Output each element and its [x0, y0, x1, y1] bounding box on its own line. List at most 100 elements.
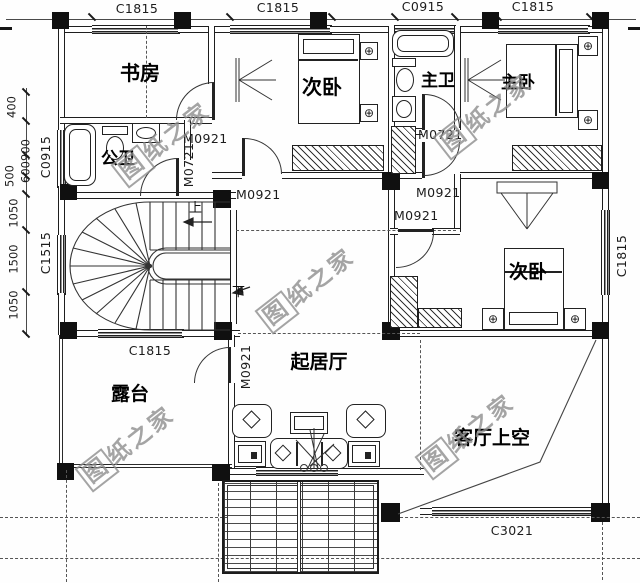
wall-bedright-top — [432, 228, 460, 235]
plant — [295, 428, 335, 472]
ac-vent-master — [464, 58, 505, 102]
down-arrow — [231, 285, 251, 296]
nightstand: ⊕ — [578, 110, 598, 130]
column — [212, 464, 230, 481]
column — [592, 322, 609, 339]
pillow — [509, 312, 558, 325]
nightstand: ⊕ — [578, 36, 598, 56]
column — [57, 463, 74, 480]
terrace-parapet-left — [59, 335, 63, 468]
window-label-c3021: C3021 — [490, 523, 534, 538]
bed-bedroom-top — [298, 34, 360, 124]
wall-stair-right — [230, 210, 237, 324]
room-label-living-void: 客厅上空 — [453, 427, 530, 449]
door-label-hall-a: M0921 — [416, 185, 461, 200]
window-c1815-masterbed — [498, 25, 590, 34]
end-table-left — [234, 441, 266, 467]
column — [214, 322, 232, 340]
bed-bedroom-right — [504, 248, 564, 330]
column — [482, 12, 499, 29]
wall-bedright-top — [390, 228, 398, 235]
ac-vent-bedroom-top — [235, 58, 276, 102]
column — [60, 184, 77, 200]
column — [213, 190, 231, 208]
wall-masterbath-right — [454, 26, 461, 130]
wall — [58, 186, 65, 237]
axis-dashed-bottom — [602, 522, 603, 580]
nightstand: ⊕ — [482, 308, 504, 330]
terrace-parapet-bottom — [58, 464, 232, 468]
door-label-masterbath: M0721 — [418, 127, 463, 142]
axis-dashed-bottom — [218, 483, 219, 582]
toilet-tank-pubbath — [102, 126, 128, 135]
wall-living-left — [228, 335, 235, 347]
window-label-c0915-top: C0915 — [401, 0, 445, 14]
wall — [454, 26, 500, 33]
window-label-c1815-top1: C1815 — [115, 1, 159, 16]
column — [310, 12, 327, 29]
sink-pubbath — [132, 123, 160, 143]
wall-pubbath-right — [184, 120, 191, 160]
window-c1815-bedroom-top — [230, 25, 332, 34]
wall-bedtop-bottom — [282, 172, 392, 179]
window-c1815-bedright — [601, 210, 610, 295]
up-arrow — [182, 217, 212, 227]
room-label-living: 起居厅 — [290, 351, 348, 373]
nightstand: ⊕ — [564, 308, 586, 330]
wall-master-bottom — [460, 172, 608, 179]
axis-dashed — [236, 230, 456, 231]
wall-bedright-west — [388, 174, 395, 332]
bed-master — [506, 44, 578, 118]
bed-line — [555, 45, 557, 116]
wall — [60, 26, 94, 33]
living-opening-dashed — [238, 333, 420, 334]
wall — [602, 184, 609, 210]
window-label-c1815-top3: C1815 — [511, 0, 555, 14]
armchair-right — [346, 404, 386, 438]
column — [592, 172, 609, 189]
bathtub-masterbath — [392, 30, 454, 57]
wardrobe-bedright-v — [390, 276, 418, 328]
stair-up-label: 上 — [189, 201, 203, 216]
stair-down-label: 下 — [232, 285, 246, 300]
bathtub-pubbath — [64, 124, 96, 186]
wardrobe-master — [512, 145, 602, 171]
column — [174, 12, 191, 29]
room-label-bedroom-top: 次卧 — [302, 75, 342, 99]
nightstand: ⊕ — [360, 104, 378, 122]
sofa-seat-line — [296, 442, 298, 466]
wardrobe-bedroom-top — [292, 145, 384, 171]
room-label-master-bedroom: 主卧 — [501, 73, 535, 93]
closet-vestibule — [391, 126, 416, 174]
bed-line — [299, 59, 358, 61]
wall — [602, 335, 609, 513]
dim-line-left — [26, 88, 27, 336]
door-label-study: M0921 — [183, 131, 228, 146]
column — [381, 503, 400, 522]
staircase — [69, 201, 230, 331]
axis-dashed-bottom — [66, 470, 67, 582]
door-leaf-bedright — [398, 229, 434, 232]
room-label-public-bath: 公卫 — [101, 149, 135, 169]
wall-living-bottom — [338, 468, 424, 475]
wall-corridor-right — [454, 174, 461, 232]
door-leaf-masterbath — [422, 94, 425, 130]
toilet-tank-masterbath — [392, 58, 416, 67]
door-leaf-bedtop — [242, 138, 245, 176]
armchair-left — [232, 404, 272, 438]
room-label-terrace: 露台 — [110, 383, 149, 405]
column — [382, 172, 400, 190]
bed-line — [505, 271, 562, 273]
column — [52, 12, 69, 29]
window-c3021 — [432, 507, 594, 516]
wall — [602, 26, 609, 184]
void-diagonal — [397, 339, 597, 515]
room-label-study: 书房 — [120, 61, 160, 85]
wall — [330, 26, 396, 33]
axis-dashed — [146, 26, 147, 118]
wall-bedright-bottom — [390, 330, 608, 337]
wall — [58, 26, 65, 132]
axis-dashed-bottom — [400, 517, 640, 518]
